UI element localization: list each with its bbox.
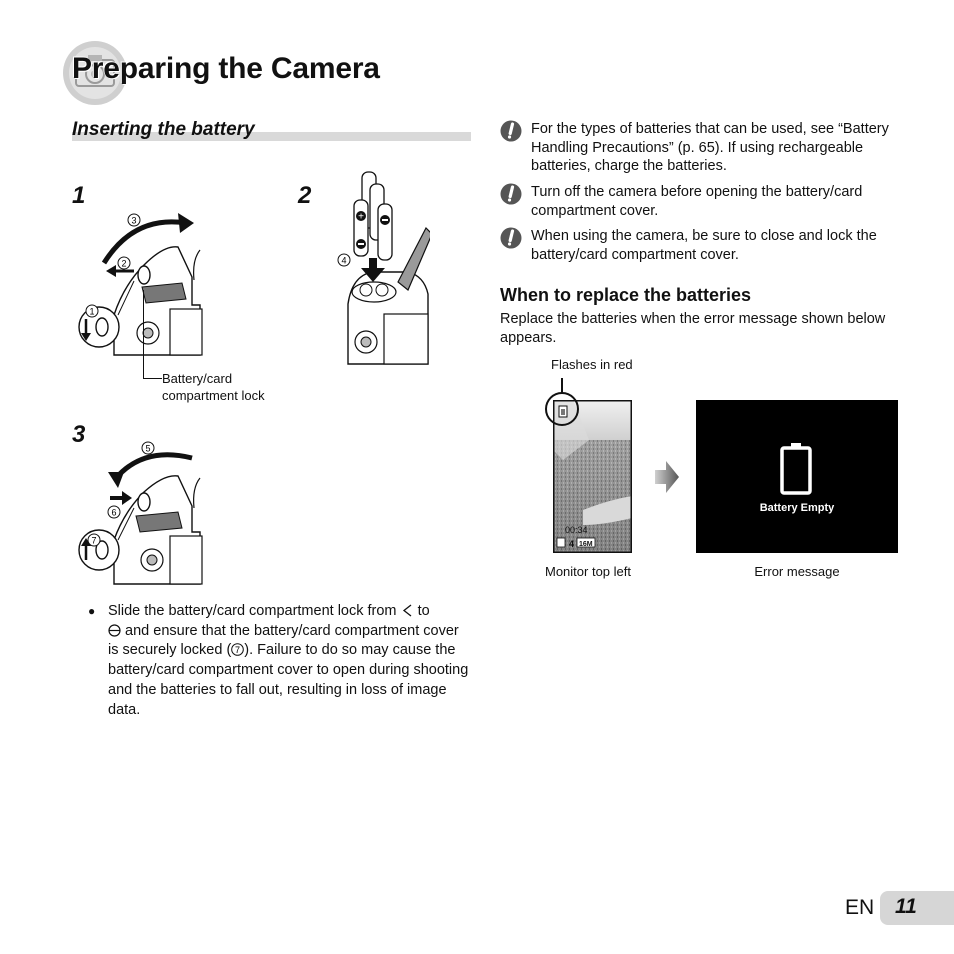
error-text: Battery Empty — [759, 502, 835, 514]
circled-7: 7 — [91, 536, 96, 546]
lock-label: Battery/card compartment lock — [162, 370, 265, 404]
instruction-bullet: ● Slide the battery/card compartment loc… — [88, 602, 473, 720]
step-number-3: 3 — [72, 421, 86, 448]
circled-3: 3 — [131, 216, 136, 226]
error-screen — [696, 400, 898, 553]
flash-highlight-circle — [545, 392, 579, 426]
exclamation-icon — [500, 120, 522, 142]
bullet-dot: ● — [88, 604, 96, 618]
exclamation-icon — [500, 227, 522, 249]
caution-text: For the types of batteries that can be u… — [531, 121, 889, 174]
circled-6: 6 — [111, 508, 116, 518]
flash-label: Flashes in red — [551, 357, 633, 372]
circled-7-inline: 7 — [231, 643, 245, 657]
caution-note: Turn off the camera before opening the b… — [500, 183, 900, 220]
step-1-illustration: 3 2 1 — [78, 213, 203, 356]
section-heading: Inserting the battery — [72, 119, 255, 140]
page-number-tab — [880, 891, 954, 925]
lock-label-line-2: compartment lock — [162, 388, 265, 403]
circled-5: 5 — [145, 444, 150, 454]
caution-note: For the types of batteries that can be u… — [500, 120, 900, 176]
page-language: EN — [845, 896, 875, 919]
unlock-icon — [402, 604, 411, 617]
camera-circle-icon — [63, 41, 127, 105]
arrow-right-icon — [655, 461, 679, 493]
monitor-caption: Monitor top left — [545, 564, 631, 579]
svg-text:7: 7 — [235, 645, 240, 655]
replace-heading: When to replace the batteries — [500, 285, 752, 305]
error-caption: Error message — [754, 564, 840, 579]
lock-label-line-1: Battery/card — [162, 371, 233, 386]
lock-callout-line — [143, 290, 162, 379]
caution-text: When using the camera, be sure to close … — [531, 228, 877, 263]
replace-description: Replace the batteries when the error mes… — [500, 311, 886, 346]
lock-icon — [108, 624, 121, 637]
step-number-2: 2 — [298, 182, 312, 209]
step-3-illustration: 5 6 7 — [78, 441, 203, 585]
exclamation-icon — [500, 183, 522, 205]
step-2-illustration: + 4 — [337, 171, 430, 365]
circled-1: 1 — [89, 307, 94, 317]
monitor-size: 16M — [579, 541, 593, 548]
step-number-1: 1 — [72, 182, 86, 209]
instruction-text: Slide the battery/card compartment lock … — [108, 603, 469, 718]
battery-empty-icon — [780, 443, 812, 495]
circled-2: 2 — [121, 259, 126, 269]
monitor-count: 4 — [569, 539, 574, 549]
caution-text: Turn off the camera before opening the b… — [531, 184, 863, 219]
monitor-readout: 00:34 — [565, 525, 588, 535]
page-title: Preparing the Camera — [72, 52, 380, 85]
caution-note: When using the camera, be sure to close … — [500, 227, 900, 264]
flash-pointer-line — [561, 378, 563, 394]
page-number: 11 — [895, 895, 917, 918]
svg-text:+: + — [358, 212, 364, 223]
circled-4: 4 — [341, 256, 346, 266]
